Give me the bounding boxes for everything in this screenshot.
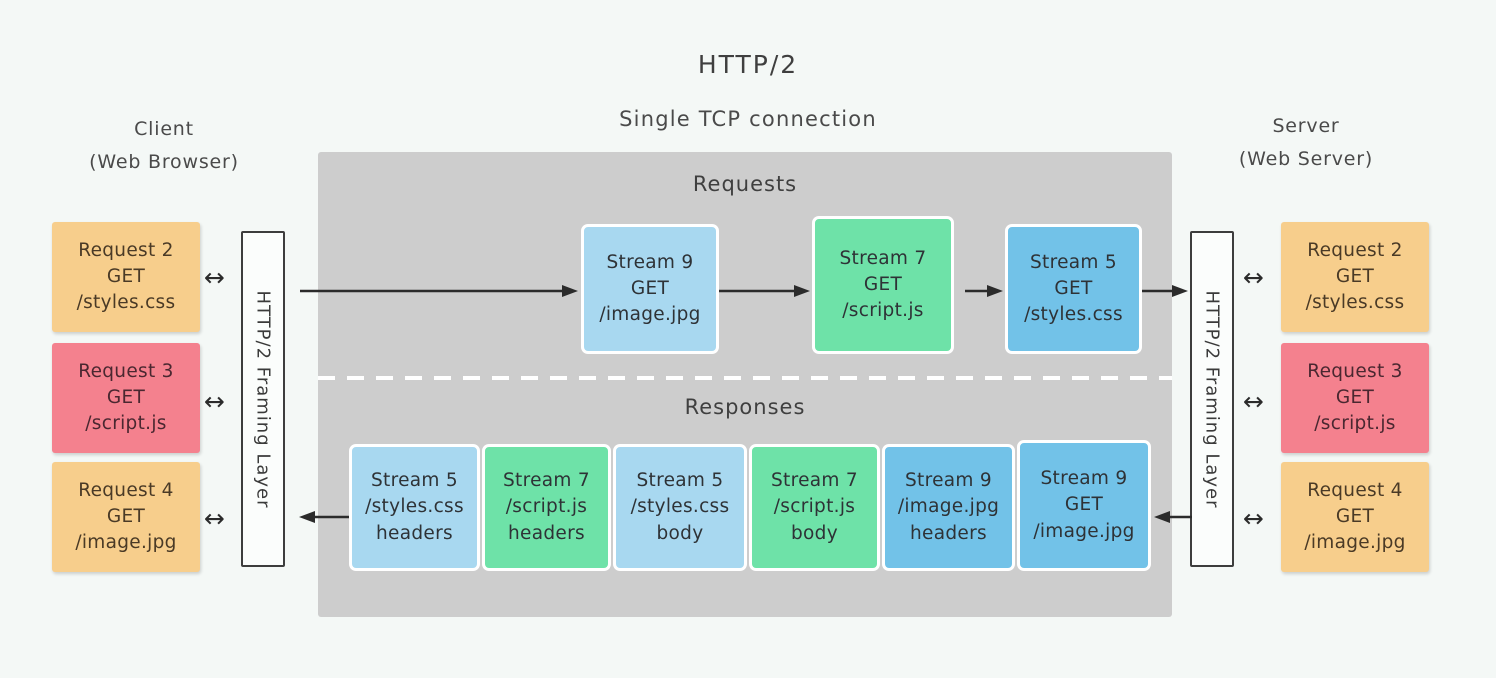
- response-stream-note-line-1: Stream 7: [503, 470, 590, 492]
- request-stream-note-line-1: Stream 5: [1030, 251, 1117, 273]
- request-stream-note-line-1: Stream 9: [606, 251, 694, 273]
- request-stream-note-line-2: GET: [863, 273, 903, 295]
- section-divider: [318, 376, 1172, 380]
- server-request-note-line-1: Request 3: [1307, 360, 1403, 382]
- client-http2-framing-layer: HTTP/2 Framing Layer: [241, 231, 285, 567]
- request-flow-arrow-icon: [965, 284, 1005, 298]
- response-stream-note-line-1: Stream 5: [636, 470, 724, 492]
- bidirectional-arrow-icon: ↔: [204, 263, 225, 292]
- client-request-note-line-1: Request 2: [78, 239, 174, 261]
- responses-section-heading: Responses: [684, 395, 806, 419]
- client-label: Client (Web Browser): [38, 113, 290, 180]
- client-request-note-line-2: GET: [106, 386, 146, 408]
- response-stream-note-line-2: /image.jpg: [897, 496, 1000, 518]
- server-http2-framing-layer: HTTP/2 Framing Layer: [1190, 231, 1234, 567]
- requests-section-heading: Requests: [692, 172, 798, 196]
- response-stream-note-line-3: headers: [376, 522, 453, 544]
- response-stream-note-line-1: Stream 7: [771, 470, 858, 492]
- request-stream-note[interactable]: Stream 9 GET/image.jpg: [581, 224, 719, 354]
- diagram-subtitle: Single TCP connection: [619, 107, 877, 131]
- response-stream-note-line-2: /script.js: [773, 496, 856, 518]
- server-request-note-line-3: /script.js: [1314, 413, 1396, 435]
- response-stream-note-line-3: /image.jpg: [1033, 520, 1135, 542]
- request-stream-note-line-2: GET: [1054, 277, 1093, 299]
- server-label: Server (Web Server): [1180, 110, 1432, 177]
- request-stream-note[interactable]: Stream 7 GET/script.js: [812, 216, 954, 354]
- response-flow-arrow-icon: [297, 510, 349, 524]
- response-stream-note[interactable]: Stream 5/styles.css body: [613, 444, 747, 571]
- client-request-note-line-2: GET: [106, 265, 146, 287]
- client-request-note-line-2: GET: [106, 505, 146, 527]
- client-request-note-line-1: Request 3: [78, 360, 174, 382]
- client-request-note-line-1: Request 4: [78, 479, 174, 501]
- request-flow-arrow-icon: [719, 284, 812, 298]
- response-stream-note-line-2: GET: [1064, 494, 1104, 516]
- server-request-note[interactable]: Request 2 GET/styles.css: [1281, 222, 1429, 332]
- bidirectional-arrow-icon: ↔: [204, 504, 225, 533]
- client-request-note-line-3: /image.jpg: [75, 532, 177, 554]
- response-stream-note-line-3: body: [656, 522, 704, 544]
- diagram-title: HTTP/2: [697, 50, 799, 79]
- request-stream-note-line-1: Stream 7: [839, 247, 927, 269]
- request-stream-note-line-2: GET: [630, 277, 670, 299]
- response-stream-note-line-3: headers: [910, 522, 987, 544]
- server-request-note-line-3: /image.jpg: [1304, 532, 1406, 554]
- client-request-note[interactable]: Request 2 GET/styles.css: [52, 222, 200, 332]
- client-framing-layer-label: HTTP/2 Framing Layer: [252, 289, 274, 509]
- response-stream-note-line-2: /styles.css: [365, 496, 464, 518]
- response-stream-note[interactable]: Stream 9/image.jpg headers: [882, 444, 1015, 571]
- response-stream-note-line-1: Stream 5: [371, 470, 458, 492]
- response-stream-note-line-2: /script.js: [505, 496, 588, 518]
- server-request-note-line-2: GET: [1335, 265, 1375, 287]
- response-stream-note-line-2: /styles.css: [630, 496, 730, 518]
- response-stream-note-line-1: Stream 9: [905, 470, 992, 492]
- client-request-note-line-3: /styles.css: [76, 292, 176, 314]
- request-stream-note[interactable]: Stream 5 GET/styles.css: [1005, 224, 1142, 354]
- response-stream-note-line-3: headers: [508, 522, 585, 544]
- request-stream-note-line-3: /styles.css: [1024, 304, 1123, 326]
- server-framing-layer-label: HTTP/2 Framing Layer: [1201, 289, 1223, 509]
- client-name: Client: [134, 118, 194, 140]
- response-stream-note[interactable]: Stream 9 GET/image.jpg: [1017, 440, 1151, 571]
- response-stream-note-line-1: Stream 9: [1040, 468, 1128, 490]
- server-request-note-line-2: GET: [1335, 386, 1375, 408]
- request-stream-note-line-3: /image.jpg: [599, 304, 701, 326]
- server-request-note-line-1: Request 4: [1307, 479, 1403, 501]
- response-stream-note[interactable]: Stream 7/script.js body: [749, 444, 880, 571]
- server-name: Server: [1272, 115, 1340, 137]
- bidirectional-arrow-icon: ↔: [1243, 263, 1264, 292]
- server-request-note-line-3: /styles.css: [1305, 292, 1405, 314]
- server-detail: (Web Server): [1238, 148, 1374, 171]
- client-request-note[interactable]: Request 4 GET/image.jpg: [52, 462, 200, 572]
- response-stream-note[interactable]: Stream 7/script.js headers: [482, 444, 611, 571]
- request-flow-arrow-icon: [300, 284, 580, 298]
- response-stream-note[interactable]: Stream 5/styles.css headers: [349, 444, 480, 571]
- client-request-note-line-3: /script.js: [85, 413, 167, 435]
- response-stream-note-line-3: body: [791, 522, 838, 544]
- response-flow-arrow-icon: [1152, 510, 1192, 524]
- bidirectional-arrow-icon: ↔: [1243, 504, 1264, 533]
- bidirectional-arrow-icon: ↔: [204, 387, 225, 416]
- request-stream-note-line-3: /script.js: [842, 300, 924, 322]
- server-request-note-line-2: GET: [1335, 505, 1375, 527]
- client-detail: (Web Browser): [89, 151, 239, 174]
- client-request-note[interactable]: Request 3 GET/script.js: [52, 343, 200, 453]
- bidirectional-arrow-icon: ↔: [1243, 387, 1264, 416]
- server-request-note-line-1: Request 2: [1307, 239, 1403, 261]
- server-request-note[interactable]: Request 3 GET/script.js: [1281, 343, 1429, 453]
- request-flow-arrow-icon: [1142, 284, 1190, 298]
- server-request-note[interactable]: Request 4 GET/image.jpg: [1281, 462, 1429, 572]
